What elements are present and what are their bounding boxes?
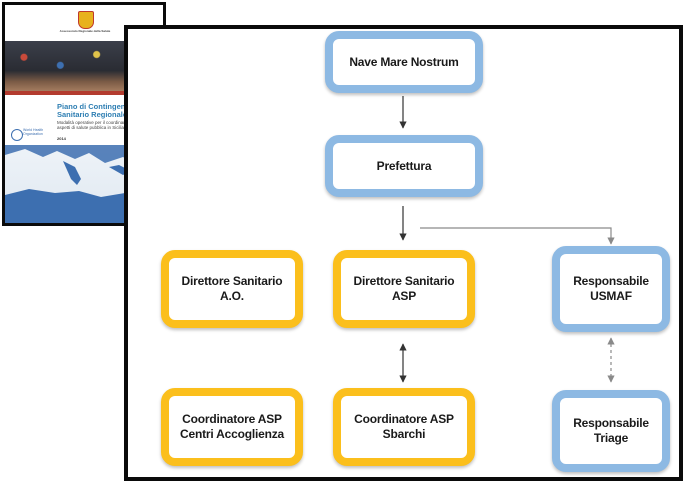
cover-crest-caption: Assessorato Regionale della Salute bbox=[59, 29, 111, 33]
node-direttore-sanitario-asp: Direttore Sanitario ASP bbox=[333, 250, 475, 328]
node-nave-mare-nostrum: Nave Mare Nostrum bbox=[325, 31, 483, 93]
node-responsabile-triage: Responsabile Triage bbox=[552, 390, 670, 472]
node-prefettura: Prefettura bbox=[325, 135, 483, 197]
cover-subtitle: Modalità operative per il coordinamento … bbox=[57, 120, 147, 130]
sicily-crest-icon bbox=[78, 11, 94, 29]
node-label: Direttore Sanitario A.O. bbox=[181, 274, 283, 303]
node-coordinatore-asp-centri-accoglienza: Coordinatore ASP Centri Accoglienza bbox=[161, 388, 303, 466]
cover-partner-logo-text: World Health Organization bbox=[23, 128, 44, 136]
node-label: Responsabile USMAF bbox=[573, 274, 649, 303]
node-label: Responsabile Triage bbox=[573, 416, 649, 445]
node-label: Nave Mare Nostrum bbox=[349, 54, 459, 69]
edge-prefettura-usmaf bbox=[420, 227, 615, 245]
cover-title: Piano di Contingenza Sanitario Regionale… bbox=[57, 102, 159, 119]
node-label: Direttore Sanitario ASP bbox=[353, 274, 455, 303]
node-label: Coordinatore ASP Centri Accoglienza bbox=[180, 412, 284, 441]
node-label: Prefettura bbox=[376, 158, 432, 173]
cover-photo-rail bbox=[5, 91, 163, 95]
node-coordinatore-asp-sbarchi: Coordinatore ASP Sbarchi bbox=[333, 388, 475, 466]
who-logo-icon bbox=[11, 129, 23, 141]
node-responsabile-usmaf: Responsabile USMAF bbox=[552, 246, 670, 332]
node-direttore-sanitario-ao: Direttore Sanitario A.O. bbox=[161, 250, 303, 328]
node-label: Coordinatore ASP Sbarchi bbox=[354, 412, 454, 441]
cover-year: 2014 bbox=[57, 136, 66, 141]
